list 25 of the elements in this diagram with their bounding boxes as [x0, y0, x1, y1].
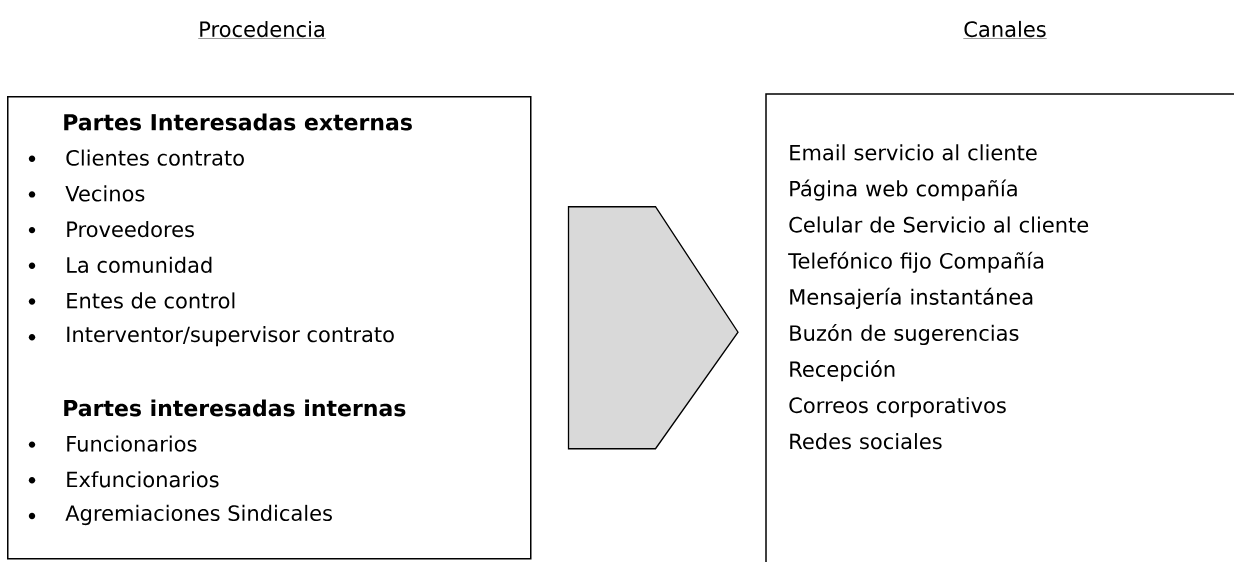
list-item: Entes de control: [28, 292, 235, 309]
channel-item: Mensajería instantánea: [790, 287, 1033, 309]
channel-item: Telefónico fijo Compañía: [788, 251, 1044, 273]
list-item: La comunidad: [28, 256, 212, 273]
list-box: [7, 96, 532, 560]
list-item: Proveedores: [28, 221, 194, 238]
group-heading: Partes interesadas internas: [64, 399, 406, 417]
channel-item: Recepción: [790, 360, 895, 382]
channel-item: Celular de Servicio al cliente: [789, 216, 1089, 233]
group-heading: Partes Interesadas externas: [64, 113, 412, 131]
list-box: [765, 93, 1234, 562]
list-item: Vecinos: [28, 185, 145, 202]
channel-item: Página web compañía: [790, 179, 1017, 201]
channel-item: Email servicio al cliente: [790, 144, 1037, 161]
chevron-arrow: [567, 206, 739, 450]
list-item: Clientes contrato: [28, 149, 244, 166]
list-item: Funcionarios: [28, 435, 197, 452]
column-heading: Canales: [963, 20, 1047, 39]
channel-item: Buzón de sugerencias: [790, 323, 1019, 346]
channel-item: Correos corporativos: [789, 396, 1006, 418]
list-item: Interventor/supervisor contrato: [28, 326, 394, 347]
channel-item: Redes sociales: [790, 433, 942, 450]
column-heading: Procedencia: [198, 20, 326, 39]
list-item: Agremiaciones Sindicales: [28, 504, 332, 526]
list-item: Exfuncionarios: [28, 471, 219, 488]
